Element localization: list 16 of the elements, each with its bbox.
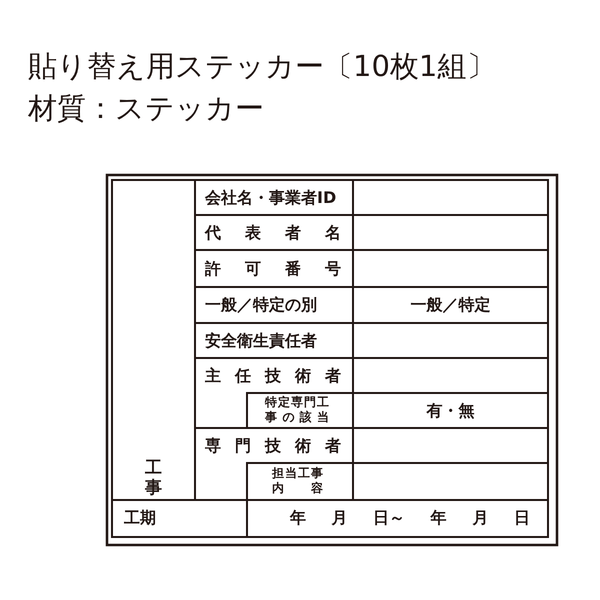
row-label: 担当工事内容 xyxy=(272,466,323,496)
row-label: 主任技術者 xyxy=(205,366,341,386)
title-text: 貼り替え用ステッカー〔10枚1組〕 xyxy=(28,48,496,84)
value-text: 有・無 xyxy=(425,401,476,421)
row-label: 会社名・事業者ID xyxy=(205,188,336,208)
value-text: 一般／特定 xyxy=(410,295,492,315)
row-label: 専門技術者 xyxy=(205,436,341,456)
row-label: 安全衛生責任者 xyxy=(205,331,317,351)
row-label: 一般／特定の別 xyxy=(205,295,317,315)
date-text: 年 月 日～ 年 月 日 xyxy=(290,508,530,528)
row-label: 許可番号 xyxy=(205,259,341,279)
subtitle-text: 材質：ステッカー xyxy=(28,90,264,126)
vertical-label: 工事 xyxy=(145,458,163,498)
row-label: 代表者名 xyxy=(205,223,341,243)
row-label: 特定専門工事の該当 xyxy=(265,395,329,425)
row-label: 工期 xyxy=(124,508,156,528)
